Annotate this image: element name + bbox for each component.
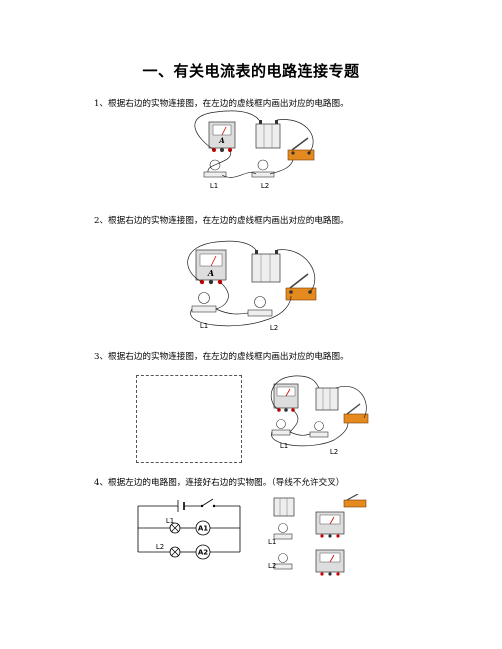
page-title: 一、有关电流表的电路连接专题 <box>142 62 360 80</box>
label-l2: L2 <box>268 562 276 570</box>
switch-icon <box>343 403 369 424</box>
ammeter-a1-symbol <box>195 520 211 536</box>
bulb-l1-icon <box>271 419 291 436</box>
label-l2: L2 <box>270 324 278 332</box>
label-l1: L1 <box>200 322 208 330</box>
label-l1: L1 <box>268 538 276 546</box>
label-l2: L2 <box>330 448 338 456</box>
question-4-circuit-diagram: A1 L1 A2 L2 <box>137 498 241 560</box>
bulb-l2-icon <box>273 553 293 570</box>
svg-text:A: A <box>207 268 214 278</box>
label-l2: L2 <box>261 182 269 190</box>
lamp-l1-symbol <box>169 522 181 534</box>
battery-icon <box>251 250 281 283</box>
battery-symbol <box>177 500 185 512</box>
question-3-figure: L1 L2 <box>270 375 369 456</box>
bulb-l2-icon <box>251 159 275 178</box>
label-a2: A2 <box>198 549 208 557</box>
question-3-text: 3、根据右边的实物连接图，在左边的虚线框内画出对应的电路图。 <box>94 352 349 362</box>
ammeter-icon: A <box>208 121 236 152</box>
label-a1: A1 <box>198 525 208 533</box>
question-1-text: 1、根据右边的实物连接图，在左边的虚线框内画出对应的电路图。 <box>94 99 349 109</box>
bulb-l1-icon <box>273 523 293 540</box>
bulb-l1-icon <box>191 292 217 313</box>
battery-icon <box>255 120 281 149</box>
ammeter-icon <box>273 383 299 412</box>
ammeter-a1-icon <box>315 511 345 538</box>
question-4-text: 4、根据左边的电路图，连接好右边的实物图。（导线不允许交叉） <box>94 478 345 488</box>
bulb-l2-icon <box>309 421 329 438</box>
lamp-l2-symbol <box>169 546 181 558</box>
question-2-figure: A L1 L2 <box>187 240 317 332</box>
question-2-text: 2、根据右边的实物连接图，在左边的虚线框内画出对应的电路图。 <box>94 216 349 226</box>
label-l1: L1 <box>280 442 288 450</box>
ammeter-a2-icon <box>315 549 345 576</box>
label-l2: L2 <box>156 543 164 551</box>
switch-icon <box>287 137 315 161</box>
switch-icon <box>285 273 317 301</box>
switch-icon <box>343 494 367 508</box>
question-1-figure: A L1 L2 <box>194 110 315 190</box>
question-4-components: L1 L2 <box>268 494 367 576</box>
answer-dashed-box[interactable] <box>136 375 242 463</box>
battery-icon <box>315 387 339 411</box>
bulb-l1-icon <box>203 159 227 178</box>
label-l1: L1 <box>166 517 174 525</box>
svg-text:A: A <box>218 136 225 145</box>
ammeter-icon: A <box>195 249 227 285</box>
battery-icon <box>273 497 295 517</box>
switch-symbol <box>200 498 216 508</box>
bulb-l2-icon <box>247 296 273 317</box>
ammeter-a2-symbol <box>195 544 211 560</box>
label-l1: L1 <box>210 182 218 190</box>
